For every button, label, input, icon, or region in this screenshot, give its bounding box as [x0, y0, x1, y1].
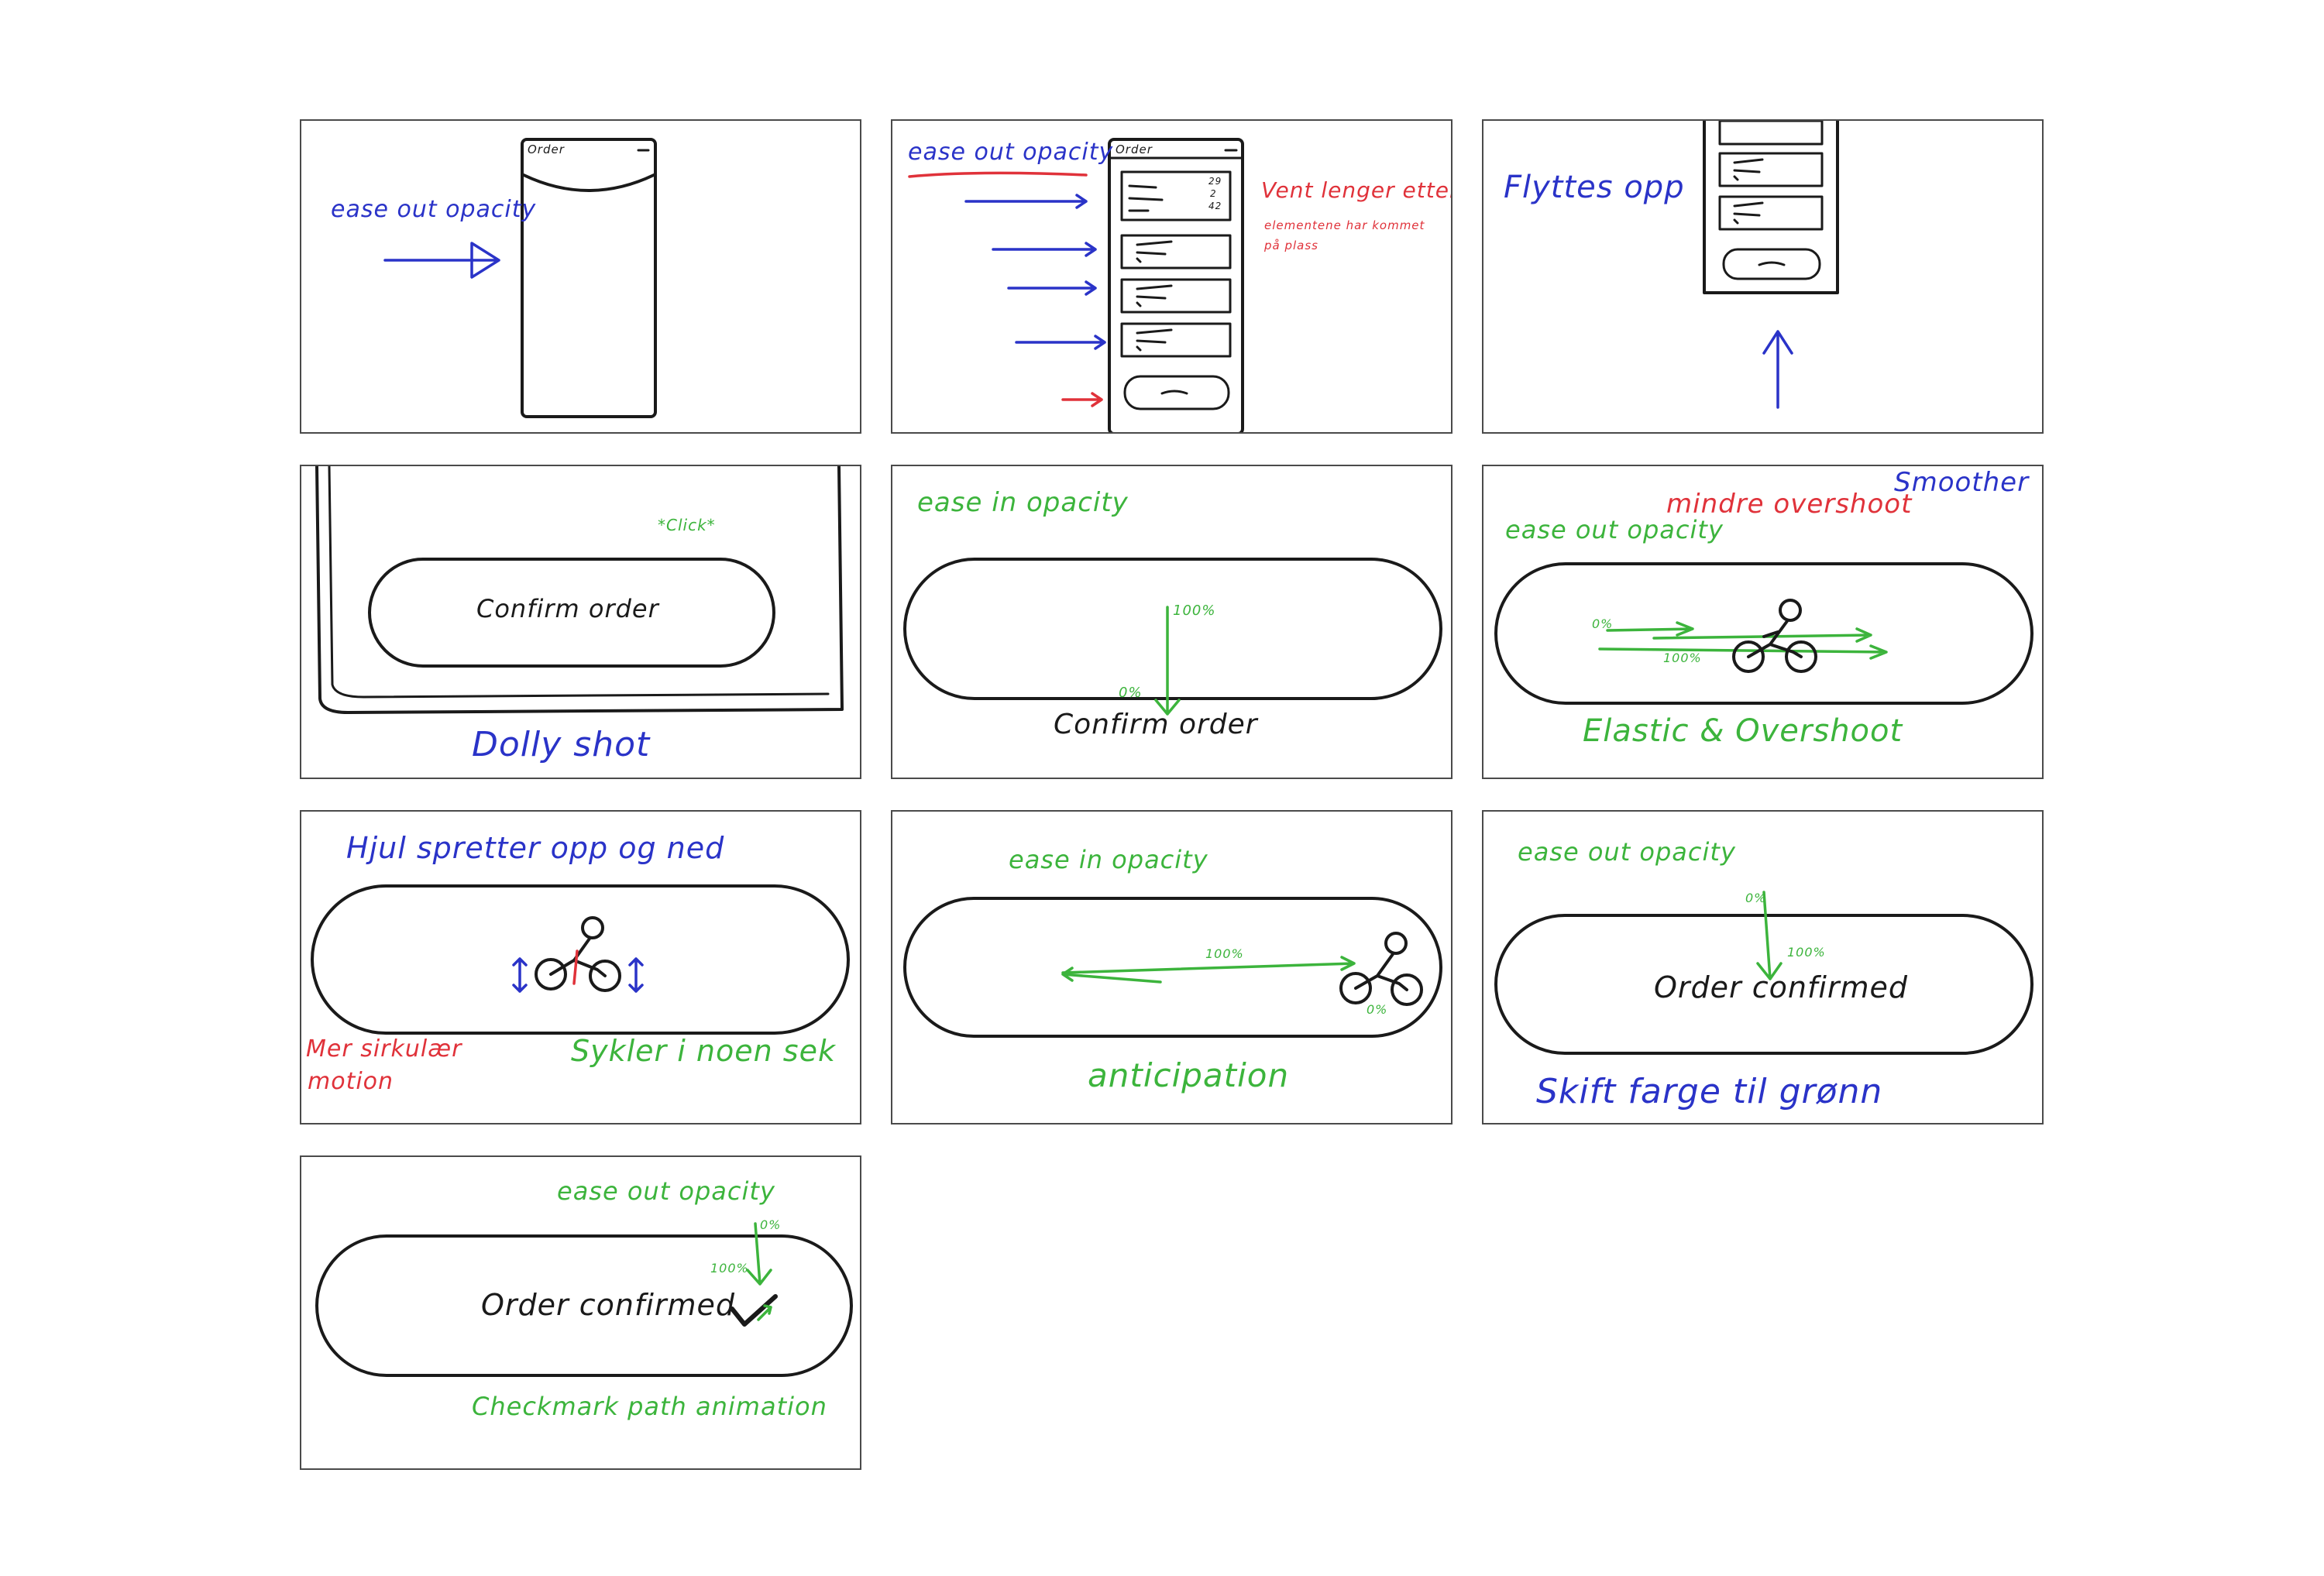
move-up-arrow: [1762, 330, 1793, 409]
storyboard-panel-10: ease out opacity 0% 100% Order confirmed…: [300, 1155, 861, 1470]
panel-2-label: ease out opacity: [908, 139, 1114, 166]
button-sketch: [1123, 375, 1230, 410]
order-confirmed-label[interactable]: Order confirmed: [1654, 970, 1909, 1004]
storyboard-panel-5: ease in opacity 100% 0% Confirm order: [891, 465, 1452, 779]
phone-outline: [1108, 138, 1244, 432]
rider-head: [1779, 599, 1802, 622]
pct-bottom: 100%: [1787, 945, 1826, 960]
note-line-3: på plass: [1264, 239, 1318, 252]
list-item-card: [1120, 322, 1232, 358]
pct-top: 100%: [1205, 946, 1244, 961]
pct-bottom: 0%: [1119, 685, 1143, 701]
bike-wheel: [1339, 972, 1372, 1004]
pct-mid: 100%: [1663, 651, 1702, 665]
storyboard-panel-7: Hjul spretter opp og ned Mer sirkulær mo…: [300, 810, 861, 1124]
phone-header-curve: [522, 173, 655, 192]
label-underline: [908, 171, 1088, 178]
panel-7-caption: Sykler i noen sek: [571, 1034, 836, 1068]
note-line-2: motion: [308, 1068, 394, 1095]
order-button-sketch: [315, 1234, 853, 1377]
red-arrow: [1061, 392, 1103, 407]
confirm-button-sketch: [903, 558, 1442, 700]
note-line-1: Mer sirkulær: [306, 1035, 462, 1063]
panel-9-label: ease out opacity: [1518, 837, 1736, 867]
storyboard-panel-9: ease out opacity 0% 100% Order confirmed…: [1482, 810, 2044, 1124]
panel-3-label: Flyttes opp: [1504, 170, 1685, 205]
phone-title: Order: [1116, 142, 1153, 156]
panel-8-caption: anticipation: [1088, 1056, 1290, 1094]
panel-1-label: ease out opacity: [331, 196, 537, 223]
panel-10-label: ease out opacity: [557, 1176, 775, 1206]
pct-top: 0%: [1745, 891, 1767, 905]
fade-arrow: [1154, 606, 1181, 716]
ease-out-arrow: [383, 242, 500, 279]
panel-5-label: ease in opacity: [917, 487, 1129, 518]
panel-8-sketch: [903, 897, 1442, 1038]
bounce-arrow: [628, 957, 644, 993]
confirm-button-sketch: [903, 897, 1442, 1038]
confirm-button-sketch: [311, 884, 850, 1035]
dolly-frame-outer: [315, 466, 844, 714]
pct-left: 0%: [1592, 616, 1614, 631]
panel-2-sketch: [908, 138, 1244, 432]
storyboard-panel-1: Order ease out opacity: [300, 119, 861, 434]
click-note: *Click*: [658, 516, 716, 534]
panel-8-label: ease in opacity: [1009, 845, 1208, 874]
panel-9-sketch: [1494, 891, 2033, 1055]
rider-head: [1384, 932, 1408, 955]
bike-wheel: [1785, 640, 1817, 673]
storyboard-panel-4: *Click* Confirm order Dolly shot: [300, 465, 861, 779]
confirm-button-label[interactable]: Confirm order: [1054, 709, 1258, 740]
panel-6-caption: Elastic & Overshoot: [1583, 713, 1903, 749]
order-button-sketch: [1494, 914, 2033, 1055]
overshoot-note: mindre overshoot: [1666, 489, 1913, 520]
bounce-arrow: [512, 957, 528, 993]
storyboard-panel-2: Order 29 2 42 ease out opacity Vent leng…: [891, 119, 1452, 434]
panel-10-caption: Checkmark path animation: [472, 1392, 827, 1421]
panel-7-sketch: [311, 884, 850, 1035]
panel-9-caption: Skift farge til grønn: [1536, 1072, 1883, 1111]
confirm-button-label[interactable]: Confirm order: [476, 594, 659, 623]
order-confirmed-label[interactable]: Order confirmed: [481, 1288, 736, 1322]
list-item-card: [1120, 278, 1232, 314]
panel-5-sketch: [903, 558, 1442, 716]
confirm-button-sketch: [1494, 562, 2033, 705]
bike-wheel: [1732, 640, 1765, 673]
panel-3-sketch: [1703, 121, 1839, 409]
order-summary-card: [1120, 170, 1232, 221]
smoother-note: Smoother: [1894, 467, 2030, 498]
panel-6-label: ease out opacity: [1505, 515, 1724, 544]
dolly-frame-inner: [328, 466, 830, 699]
panel-4-sketch: [315, 466, 844, 714]
pct-bottom: 100%: [710, 1261, 749, 1276]
panel-10-sketch: [315, 1222, 853, 1377]
bike-wheel: [1391, 973, 1423, 1006]
panel-4-caption: Dolly shot: [472, 725, 651, 764]
panel-6-sketch: [1494, 562, 2033, 705]
rider-head: [581, 916, 604, 939]
storyboard-panel-6: Smoother mindre overshoot ease out opaci…: [1482, 465, 2044, 779]
storyboard-panel-8: ease in opacity 100% 0% anticipation: [891, 810, 1452, 1124]
pct-bottom: 0%: [1367, 1002, 1388, 1017]
fade-arrow: [746, 1222, 772, 1286]
panel-1-sketch: [383, 138, 657, 418]
panel-7-label: Hjul spretter opp og ned: [346, 831, 725, 865]
phone-outline: [1703, 121, 1839, 294]
phone-outline: [521, 138, 657, 418]
pct-top: 0%: [760, 1217, 782, 1232]
bike-wheel: [589, 960, 621, 992]
storyboard-panel-3: Flyttes opp: [1482, 119, 2044, 434]
confirm-button-sketch: [368, 558, 775, 668]
bike-wheel: [535, 958, 567, 991]
fade-arrow: [1756, 891, 1783, 980]
note-line-2: elementene har kommet: [1264, 218, 1425, 232]
note-title: Vent lenger etter: [1261, 177, 1452, 203]
list-item-card: [1120, 234, 1232, 270]
pct-top: 100%: [1173, 603, 1216, 619]
phone-title: Order: [528, 142, 565, 156]
